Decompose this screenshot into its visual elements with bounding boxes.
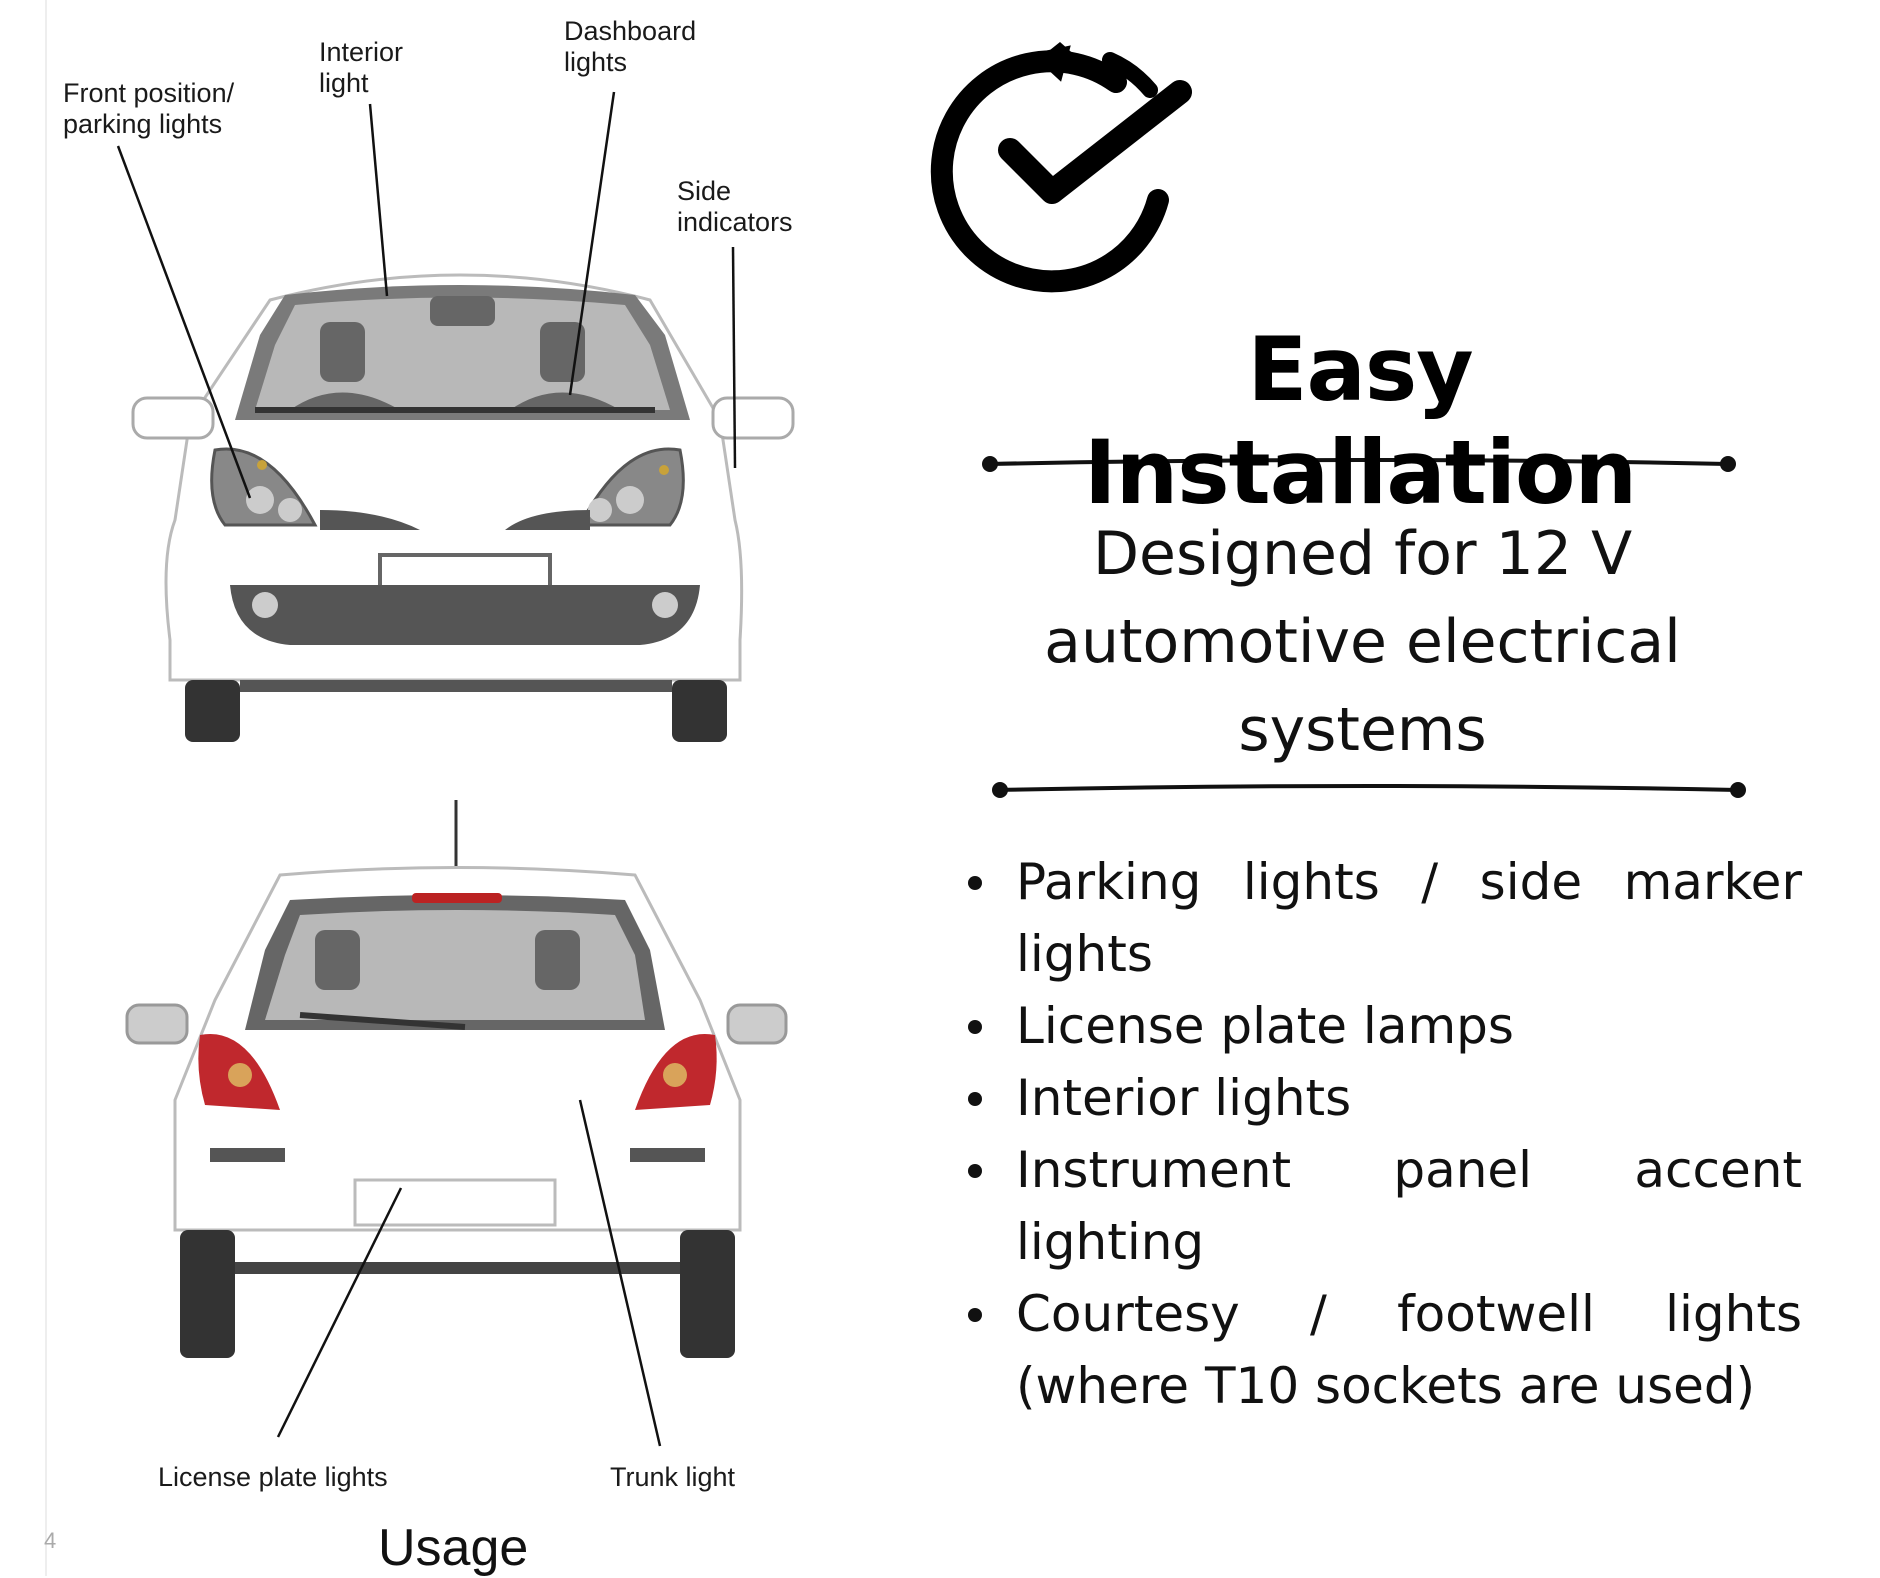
label-line: lights: [564, 47, 628, 77]
subtitle-line: automotive electrical: [1044, 607, 1681, 677]
list-item: Courtesy / footwell lights (where T10 so…: [960, 1278, 1802, 1422]
label-line: indicators: [677, 207, 793, 237]
divider-bottom: [992, 782, 1746, 798]
list-item: License plate lamps: [960, 990, 1802, 1062]
label-line: Side: [677, 176, 732, 206]
label-line: parking lights: [63, 109, 223, 139]
list-item: Parking lights / side marker lights: [960, 846, 1802, 990]
front-car-illustration: [131, 273, 795, 742]
circular-arrow-checkmark-icon: [930, 42, 1192, 293]
subtitle-line: Designed for 12 V: [1092, 519, 1633, 589]
label-interior-light: Interior light: [319, 37, 403, 99]
label-line: Dashboard: [564, 16, 697, 46]
feature-subtitle: Designed for 12 V automotive electrical …: [990, 510, 1735, 774]
label-dashboard-lights: Dashboard lights: [564, 16, 696, 78]
label-side-indicators: Side indicators: [677, 176, 793, 238]
label-line: light: [319, 68, 369, 98]
label-front-position-lights: Front position/ parking lights: [63, 78, 234, 140]
list-item: Interior lights: [960, 1062, 1802, 1134]
label-license-plate-lights: License plate lights: [158, 1462, 388, 1492]
feature-title: Easy Installation: [1083, 318, 1637, 524]
label-trunk-light: Trunk light: [610, 1462, 736, 1492]
label-line: Front position/: [63, 78, 235, 108]
rear-car-illustration: [125, 800, 788, 1358]
diagram-caption: Usage: [378, 1519, 529, 1577]
usage-bullet-list: Parking lights / side marker lights Lice…: [960, 846, 1802, 1422]
subtitle-line: systems: [1238, 695, 1487, 765]
page-number: 4: [44, 1528, 57, 1553]
label-line: Interior: [319, 37, 404, 67]
divider-top: [982, 456, 1736, 472]
list-item: Instrument panel accent lighting: [960, 1134, 1802, 1278]
leader-lines: [116, 91, 737, 1447]
